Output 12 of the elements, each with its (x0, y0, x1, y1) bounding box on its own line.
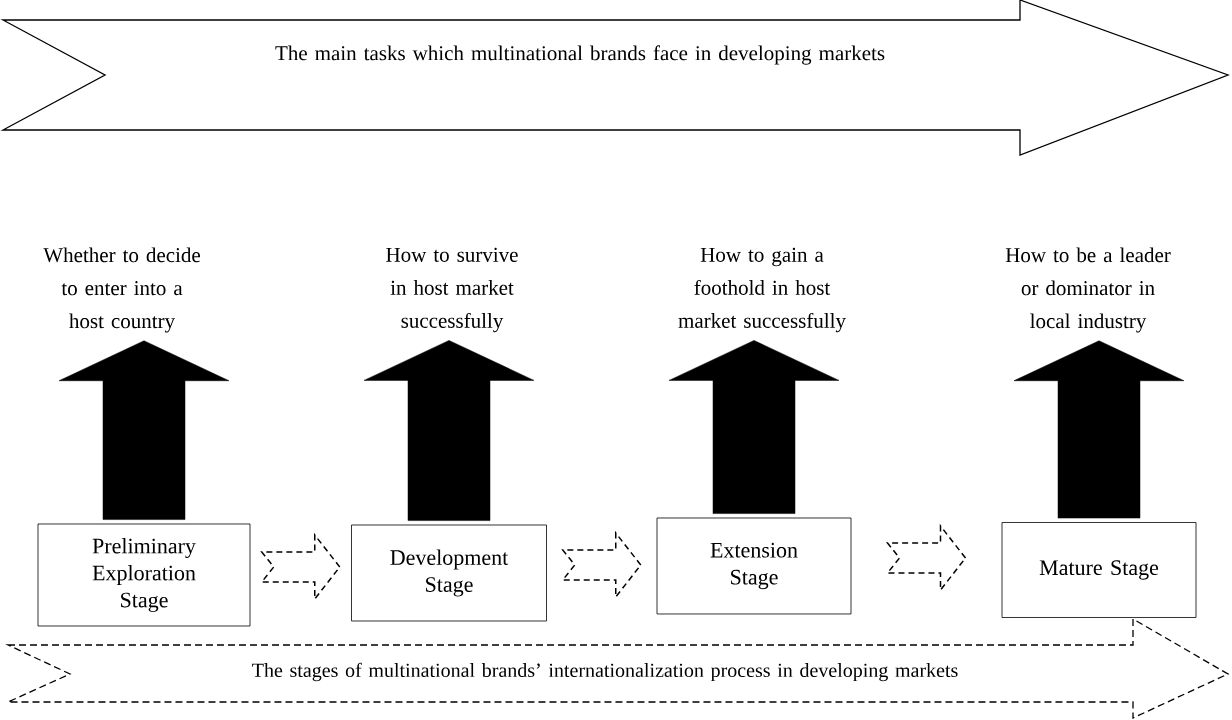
task-text: How to gain a foothold in host market successfully (678, 247, 846, 333)
block-arrow (1013, 340, 1185, 519)
task-text: Whether to decide to enter into a host country (43, 247, 200, 333)
block-arrow (58, 340, 230, 520)
block-arrow (668, 340, 840, 514)
task-text: How to be a leader or dominator in local industry (1005, 247, 1171, 333)
task-text: How to survive in host market successfully (386, 247, 518, 333)
stage-box: Preliminary Exploration Stage (37, 523, 251, 627)
stage-box: Development Stage (351, 524, 547, 622)
stage-box: Mature Stage (1001, 522, 1197, 618)
stage-box: Extension Stage (656, 517, 852, 615)
block-arrow (363, 340, 535, 521)
